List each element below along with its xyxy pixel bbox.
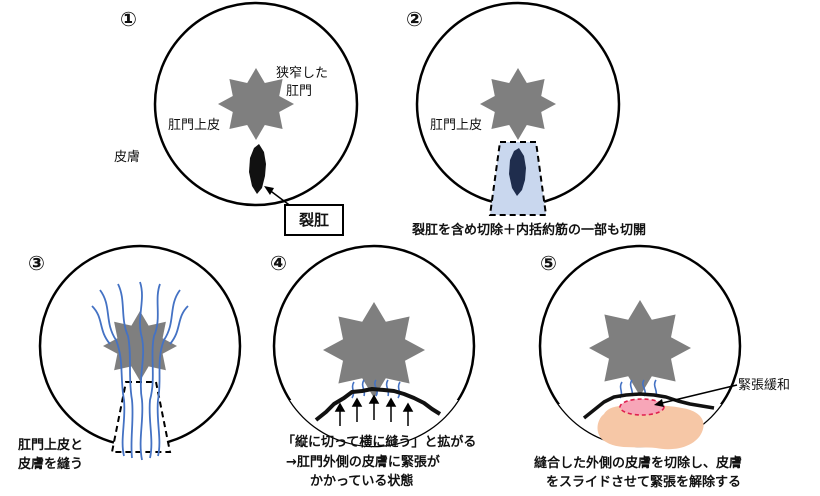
panel-4-caption-1: 「縦に切って横に縫う」と拡がる	[282, 434, 476, 450]
panel-4-number: ④	[270, 251, 287, 275]
panel-4-wound-edge	[314, 387, 442, 422]
panel-4-caption-2: →肛門外側の皮膚に緊張が	[286, 454, 440, 470]
panel-5: ⑤ 緊張緩和 縫合した外側の皮膚を切除し、皮膚 をスライドさせて緊張を解除する	[534, 244, 790, 490]
panel-5-stenotic-anus-star	[589, 300, 691, 396]
panel-1-stenotic-label-1: 狭窄した	[276, 65, 328, 81]
panel-2-fissure	[509, 148, 526, 196]
panel-3: ③ 肛門上皮と 皮膚を縫う	[17, 244, 242, 472]
panel-1-skin-label: 皮膚	[114, 149, 140, 165]
panel-2-stenotic-anus-star	[480, 68, 556, 140]
panel-1-fissure-arrowhead	[264, 186, 274, 195]
panel-5-skin-flap	[597, 405, 704, 450]
panel-1-stenotic-label-2: 肛門	[286, 84, 312, 99]
panel-1: ① 狭窄した 肛門 肛門上皮 皮膚 裂肛	[114, 1, 359, 236]
panel-1-anoderm-label: 肛門上皮	[168, 118, 220, 133]
panel-5-relief-label: 緊張緩和	[738, 378, 790, 393]
panel-4-stenotic-anus-star	[323, 302, 425, 398]
panel-5-relief-pointer	[657, 384, 738, 405]
panel-5-caption-1: 縫合した外側の皮膚を切除し、皮膚	[534, 455, 742, 471]
panel-1-number: ①	[120, 7, 137, 31]
panel-1-fissure-label: 裂肛	[298, 211, 329, 229]
panel-5-caption-2: をスライドさせて緊張を解除する	[546, 474, 741, 490]
panel-2-number: ②	[406, 7, 423, 31]
panel-2-anoderm-label: 肛門上皮	[430, 118, 482, 133]
panel-3-caption-2: 皮膚を縫う	[17, 456, 83, 472]
panel-5-number: ⑤	[540, 251, 557, 275]
panel-5-relief-area	[619, 398, 665, 416]
panel-1-fissure-box	[284, 204, 344, 236]
panel-4-tension-arrows	[334, 394, 414, 426]
panel-3-suture-lines	[91, 281, 189, 461]
panel-5-relief-arrowhead	[654, 399, 664, 407]
panel-3-caption-1: 肛門上皮と	[18, 437, 83, 453]
panel-2: ② 肛門上皮 裂肛を含め切除＋内括約筋の一部も切開	[406, 1, 646, 238]
panel-1-fissure	[249, 144, 266, 194]
panel-3-number: ③	[28, 251, 45, 275]
panel-4-caption-3: かかっている状態	[310, 473, 413, 489]
panel-4: ④ 「縦に切って横に縫う」と拡がる →肛門外側の皮膚に緊張が かかっている状態	[270, 244, 476, 489]
panel-3-sutured-wound	[110, 381, 172, 453]
panel-1-stenotic-anus-star	[218, 68, 294, 140]
panel-2-caption: 裂肛を含め切除＋内括約筋の一部も切開	[411, 222, 646, 238]
panel-5-wound-edge	[582, 392, 715, 420]
panel-4-lower-mask	[274, 400, 474, 446]
